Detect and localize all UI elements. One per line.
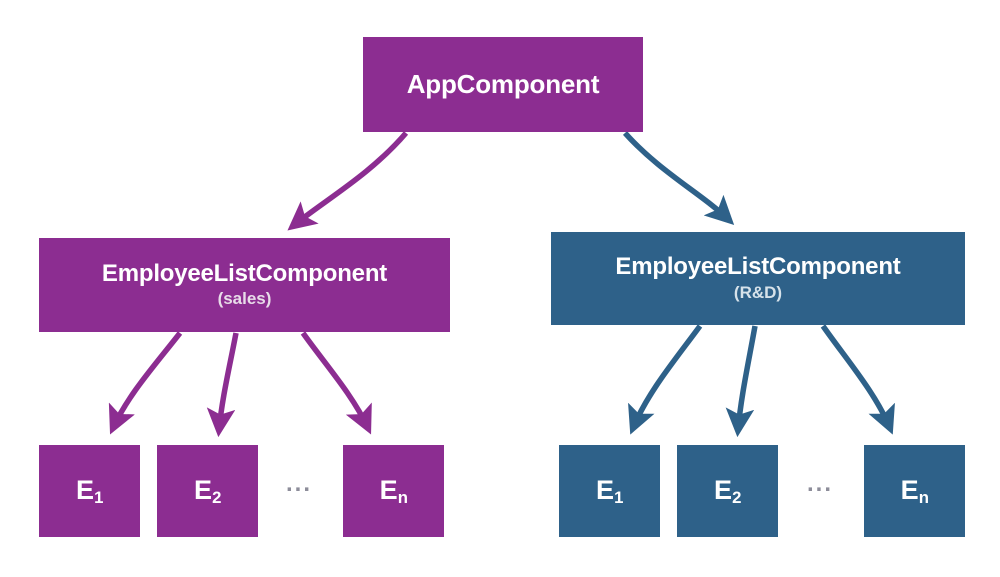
node-employee-sales-1[interactable]: E1 — [39, 445, 140, 537]
node-employee-sales-1-label: E1 — [76, 475, 104, 507]
leaf-letter: E — [379, 475, 398, 506]
node-employee-list-sales[interactable]: EmployeeListComponent (sales) — [39, 238, 450, 332]
ellipsis-rnd: ... — [807, 470, 834, 497]
node-employee-list-rnd[interactable]: EmployeeListComponent (R&D) — [551, 232, 965, 325]
edge-sales-list-to-e2 — [206, 332, 239, 438]
node-employee-list-sales-label: EmployeeListComponent — [101, 259, 388, 287]
edge-app-to-rnd-list — [622, 131, 735, 225]
node-employee-rnd-n-label: En — [900, 475, 929, 507]
leaf-subscript: n — [397, 487, 408, 507]
leaf-letter: E — [194, 475, 212, 506]
node-employee-list-sales-subtitle: (sales) — [217, 289, 272, 309]
node-employee-rnd-2-label: E2 — [714, 475, 742, 507]
leaf-subscript: 1 — [614, 487, 624, 507]
ellipsis-sales: ... — [286, 470, 313, 497]
edge-rnd-list-to-e2 — [725, 325, 758, 438]
edge-sales-list-to-en — [300, 331, 372, 435]
node-employee-list-rnd-subtitle: (R&D) — [733, 282, 783, 302]
node-employee-sales-n-label: En — [379, 475, 408, 507]
edge-sales-list-to-e1 — [108, 331, 183, 435]
node-employee-rnd-1-label: E1 — [596, 475, 624, 507]
node-app-component-label: AppComponent — [406, 69, 600, 100]
leaf-subscript: 1 — [94, 487, 104, 507]
node-employee-rnd-n[interactable]: En — [864, 445, 965, 537]
node-employee-rnd-1[interactable]: E1 — [559, 445, 660, 537]
leaf-subscript: n — [918, 487, 929, 507]
node-employee-sales-2[interactable]: E2 — [157, 445, 258, 537]
leaf-letter: E — [76, 475, 94, 506]
node-app-component[interactable]: AppComponent — [363, 37, 643, 132]
edge-app-to-sales-list — [287, 131, 409, 231]
leaf-subscript: 2 — [212, 487, 222, 507]
leaf-letter: E — [900, 475, 919, 506]
leaf-subscript: 2 — [732, 487, 742, 507]
edge-rnd-list-to-en — [820, 324, 895, 435]
node-employee-sales-n[interactable]: En — [343, 445, 444, 537]
edge-rnd-list-to-e1 — [628, 324, 703, 435]
node-employee-list-rnd-label: EmployeeListComponent — [615, 253, 901, 281]
node-employee-sales-2-label: E2 — [194, 475, 222, 507]
leaf-letter: E — [596, 475, 614, 506]
node-employee-rnd-2[interactable]: E2 — [677, 445, 778, 537]
leaf-letter: E — [714, 475, 732, 506]
